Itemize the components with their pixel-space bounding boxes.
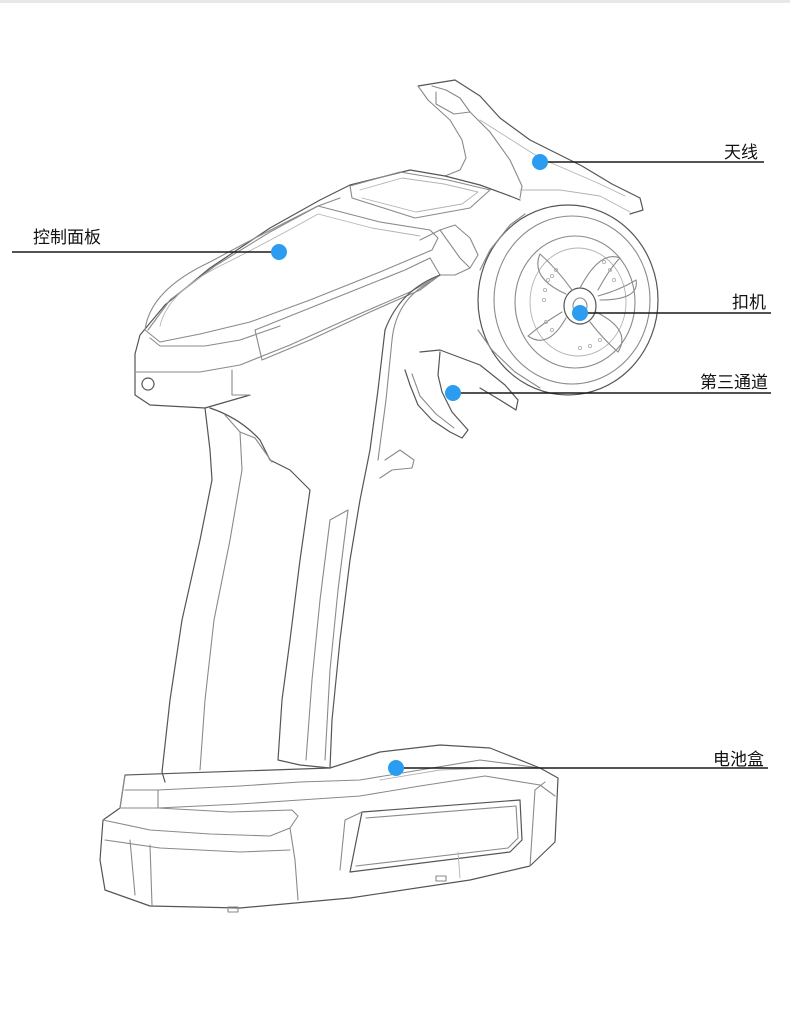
trigger-marker[interactable]: [572, 305, 588, 321]
top-divider: [0, 0, 790, 3]
control-panel-label: 控制面板: [33, 228, 101, 248]
handle-drawing: [161, 274, 441, 783]
callout-battery-box: 电池盒: [388, 750, 768, 776]
control-panel-drawing: [134, 169, 521, 409]
callout-trigger: 扣机: [572, 293, 771, 321]
battery-box-label: 电池盒: [713, 750, 764, 770]
battery-box-marker[interactable]: [388, 760, 404, 776]
control-panel-marker[interactable]: [271, 244, 287, 260]
antenna-label: 天线: [724, 143, 758, 163]
callout-third-channel: 第三通道: [445, 373, 771, 401]
third-channel-label: 第三通道: [700, 373, 768, 393]
steering-wheel-drawing: [477, 204, 659, 396]
battery-base-drawing: [99, 744, 559, 913]
callout-control-panel: 控制面板: [12, 228, 287, 260]
trigger-drawing: [379, 349, 519, 479]
trigger-label: 扣机: [732, 293, 766, 313]
callout-antenna: 天线: [532, 143, 764, 170]
antenna-drawing: [417, 79, 644, 215]
transmitter-drawing: [99, 79, 659, 913]
third-channel-marker[interactable]: [445, 385, 461, 401]
antenna-marker[interactable]: [532, 154, 548, 170]
